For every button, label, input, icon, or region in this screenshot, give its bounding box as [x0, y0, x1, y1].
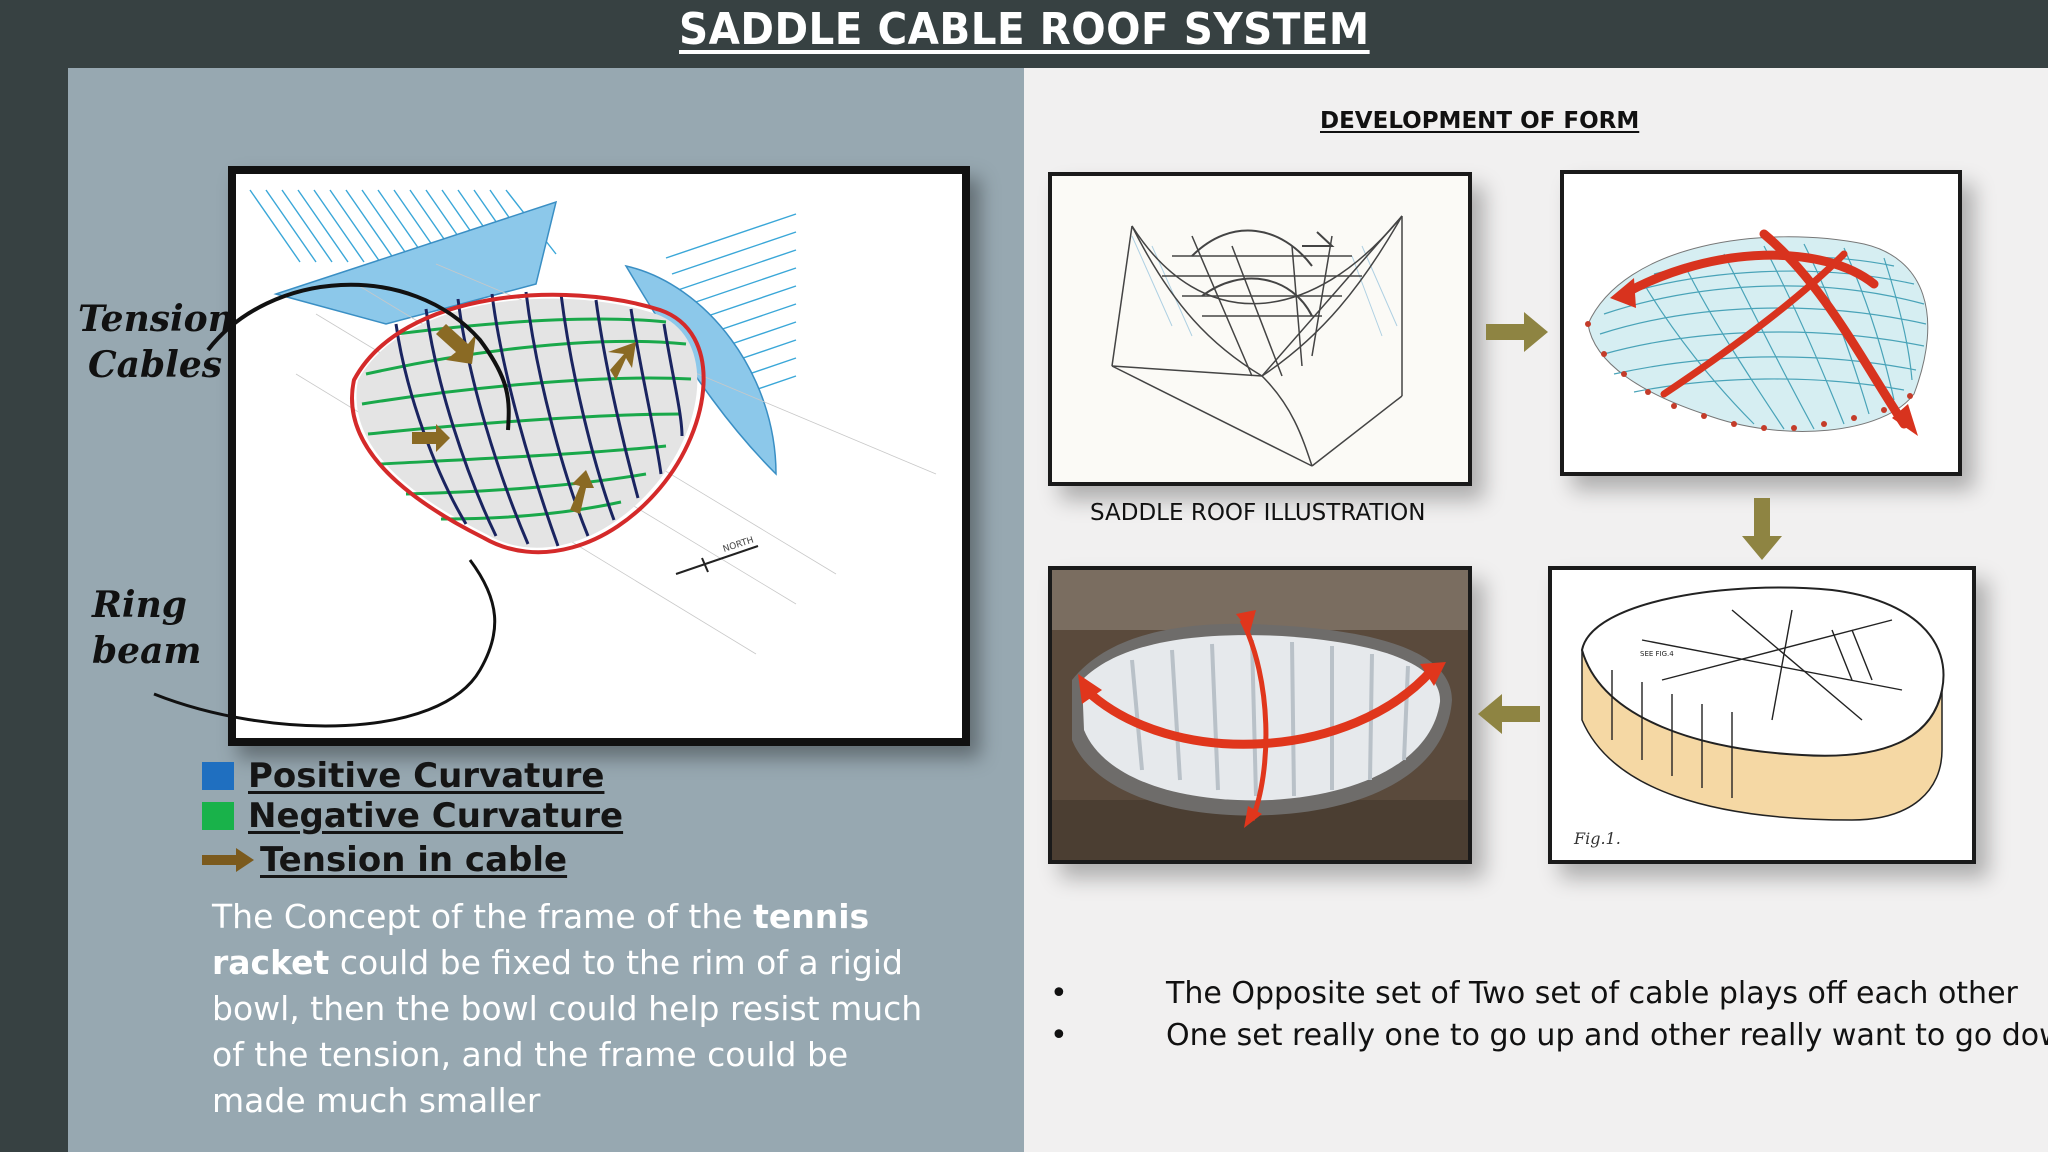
saddle-roof-diagram: NORTH [249, 189, 937, 655]
patent-drawing: SEE FIG.4 Fig.1. [1552, 570, 1972, 860]
ring-beam-label-line1: Ring [92, 584, 187, 626]
concept-text-bold: tennis racket [212, 897, 870, 982]
legend-label-negative: Negative Curvature [248, 796, 624, 836]
bullet-item-1: • The Opposite set of Two set of cable pl… [1050, 976, 2018, 1011]
ring-beam-label-line2: beam [92, 630, 202, 672]
cable-net-drawing [1564, 174, 1958, 472]
bullet-icon: • [1050, 1018, 1068, 1053]
bullet-text-1: The Opposite set of Two set of cable pla… [1166, 976, 2018, 1011]
green-swatch-icon [202, 802, 234, 830]
legend-item-tension-in-cable: Tension in cable [202, 840, 567, 880]
page-title: SADDLE CABLE ROOF SYSTEM [678, 4, 1370, 55]
legend-item-positive-curvature: Positive Curvature [202, 756, 604, 796]
fig-label: Fig.1. [1573, 829, 1621, 848]
patent-drawing-image: SEE FIG.4 Fig.1. [1548, 566, 1976, 864]
ring-beam-callout: Ring beam [92, 582, 202, 674]
concept-text-1: The Concept of the frame of the [212, 897, 754, 936]
legend-label-tension: Tension in cable [260, 840, 568, 880]
saddle-sketch-drawing [1052, 176, 1468, 482]
saddle-roof-caption: SADDLE ROOF ILLUSTRATION [1090, 500, 1426, 526]
arrow-right-icon [1486, 312, 1548, 352]
concept-text-2: could be fixed to the rim of a rigid bow… [212, 943, 923, 1120]
tension-cables-callout: Tension Cables [78, 296, 234, 388]
tension-cables-label-line1: Tension [78, 298, 234, 340]
callout-leader-lines [153, 282, 511, 728]
stadium-aerial-photo [1048, 566, 1472, 864]
blue-swatch-icon [202, 762, 234, 790]
bullet-item-2: • One set really one to go up and other r… [1050, 1018, 2048, 1053]
concept-paragraph: The Concept of the frame of the tennis r… [212, 894, 952, 1124]
bullet-icon: • [1050, 976, 1068, 1011]
development-heading: DEVELOPMENT OF FORM [1320, 108, 1640, 134]
stadium-photo-drawing [1052, 570, 1468, 860]
arrow-left-icon [1478, 694, 1540, 734]
page-title-bar: SADDLE CABLE ROOF SYSTEM [0, 0, 2048, 68]
arrow-down-icon [1742, 498, 1782, 560]
saddle-sketch-image [1048, 172, 1472, 486]
tension-cables-label-line2: Cables [88, 344, 222, 386]
cable-net-render [1560, 170, 1962, 476]
legend-item-negative-curvature: Negative Curvature [202, 796, 623, 836]
see-fig-label: SEE FIG.4 [1640, 650, 1674, 658]
arrow-icon [202, 848, 254, 872]
legend-label-positive: Positive Curvature [248, 756, 605, 796]
main-diagram-frame: NORTH [228, 166, 970, 746]
bullet-text-2: One set really one to go up and other re… [1166, 1018, 2048, 1053]
